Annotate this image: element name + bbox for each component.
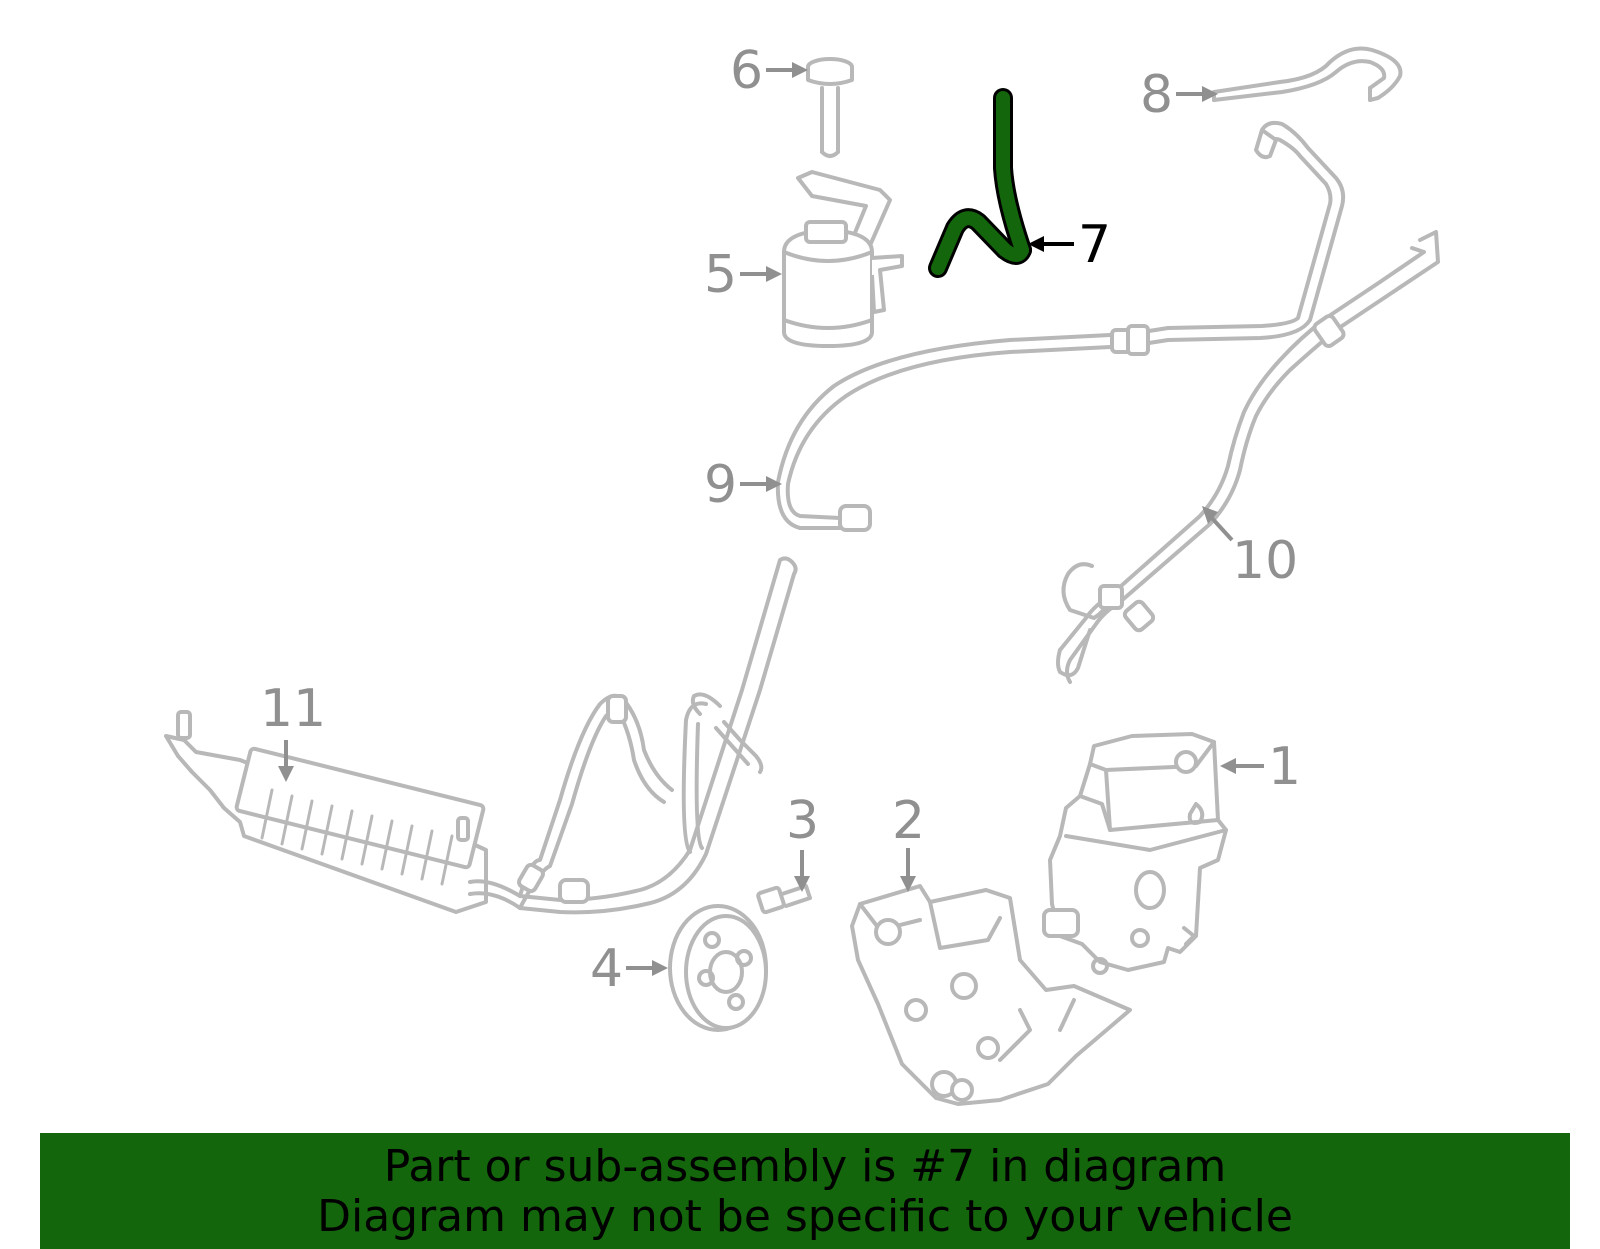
banner-line-part: Part or sub-assembly is #7 in diagram bbox=[383, 1141, 1227, 1192]
callout-2-number: 2 bbox=[892, 791, 925, 851]
part-5-reservoir bbox=[782, 170, 904, 348]
part-11-cooler-assembly bbox=[164, 556, 798, 915]
callout-10: 10 bbox=[1202, 506, 1298, 591]
callout-4-number: 4 bbox=[590, 939, 623, 999]
callout-9: 9 bbox=[704, 455, 782, 515]
part-3-bolt bbox=[756, 884, 812, 915]
part-8-hose bbox=[1212, 46, 1403, 102]
part-1-pump bbox=[1042, 732, 1228, 975]
callout-6-number: 6 bbox=[730, 41, 763, 101]
callout-5: 5 bbox=[704, 245, 782, 305]
callout-8: 8 bbox=[1140, 65, 1218, 125]
callout-11: 11 bbox=[260, 679, 326, 782]
part-7-reservoir-hose bbox=[928, 88, 1032, 278]
callout-3-number: 3 bbox=[786, 791, 819, 851]
callout-5-number: 5 bbox=[704, 245, 737, 305]
banner-line-disclaimer: Diagram may not be specific to your vehi… bbox=[317, 1191, 1293, 1242]
callout-3: 3 bbox=[786, 791, 819, 892]
callout-2: 2 bbox=[892, 791, 925, 892]
callout-7: 7 bbox=[1028, 215, 1111, 275]
callout-7-number: 7 bbox=[1078, 215, 1111, 275]
callout-11-number: 11 bbox=[260, 679, 326, 739]
callout-1: 1 bbox=[1220, 737, 1301, 797]
callout-8-number: 8 bbox=[1140, 65, 1173, 125]
part-6-reservoir-cap bbox=[806, 57, 854, 158]
info-banner: Part or sub-assembly is #7 in diagram Di… bbox=[40, 1133, 1570, 1249]
part-2-bracket bbox=[850, 884, 1132, 1106]
part-10-return-line bbox=[1056, 230, 1440, 684]
callout-10-number: 10 bbox=[1232, 531, 1298, 591]
part-9-pressure-hose bbox=[775, 120, 1346, 532]
callout-1-number: 1 bbox=[1268, 737, 1301, 797]
callout-4: 4 bbox=[590, 939, 668, 999]
callout-9-number: 9 bbox=[704, 455, 737, 515]
callout-6: 6 bbox=[730, 41, 808, 101]
part-4-pulley bbox=[668, 904, 768, 1032]
